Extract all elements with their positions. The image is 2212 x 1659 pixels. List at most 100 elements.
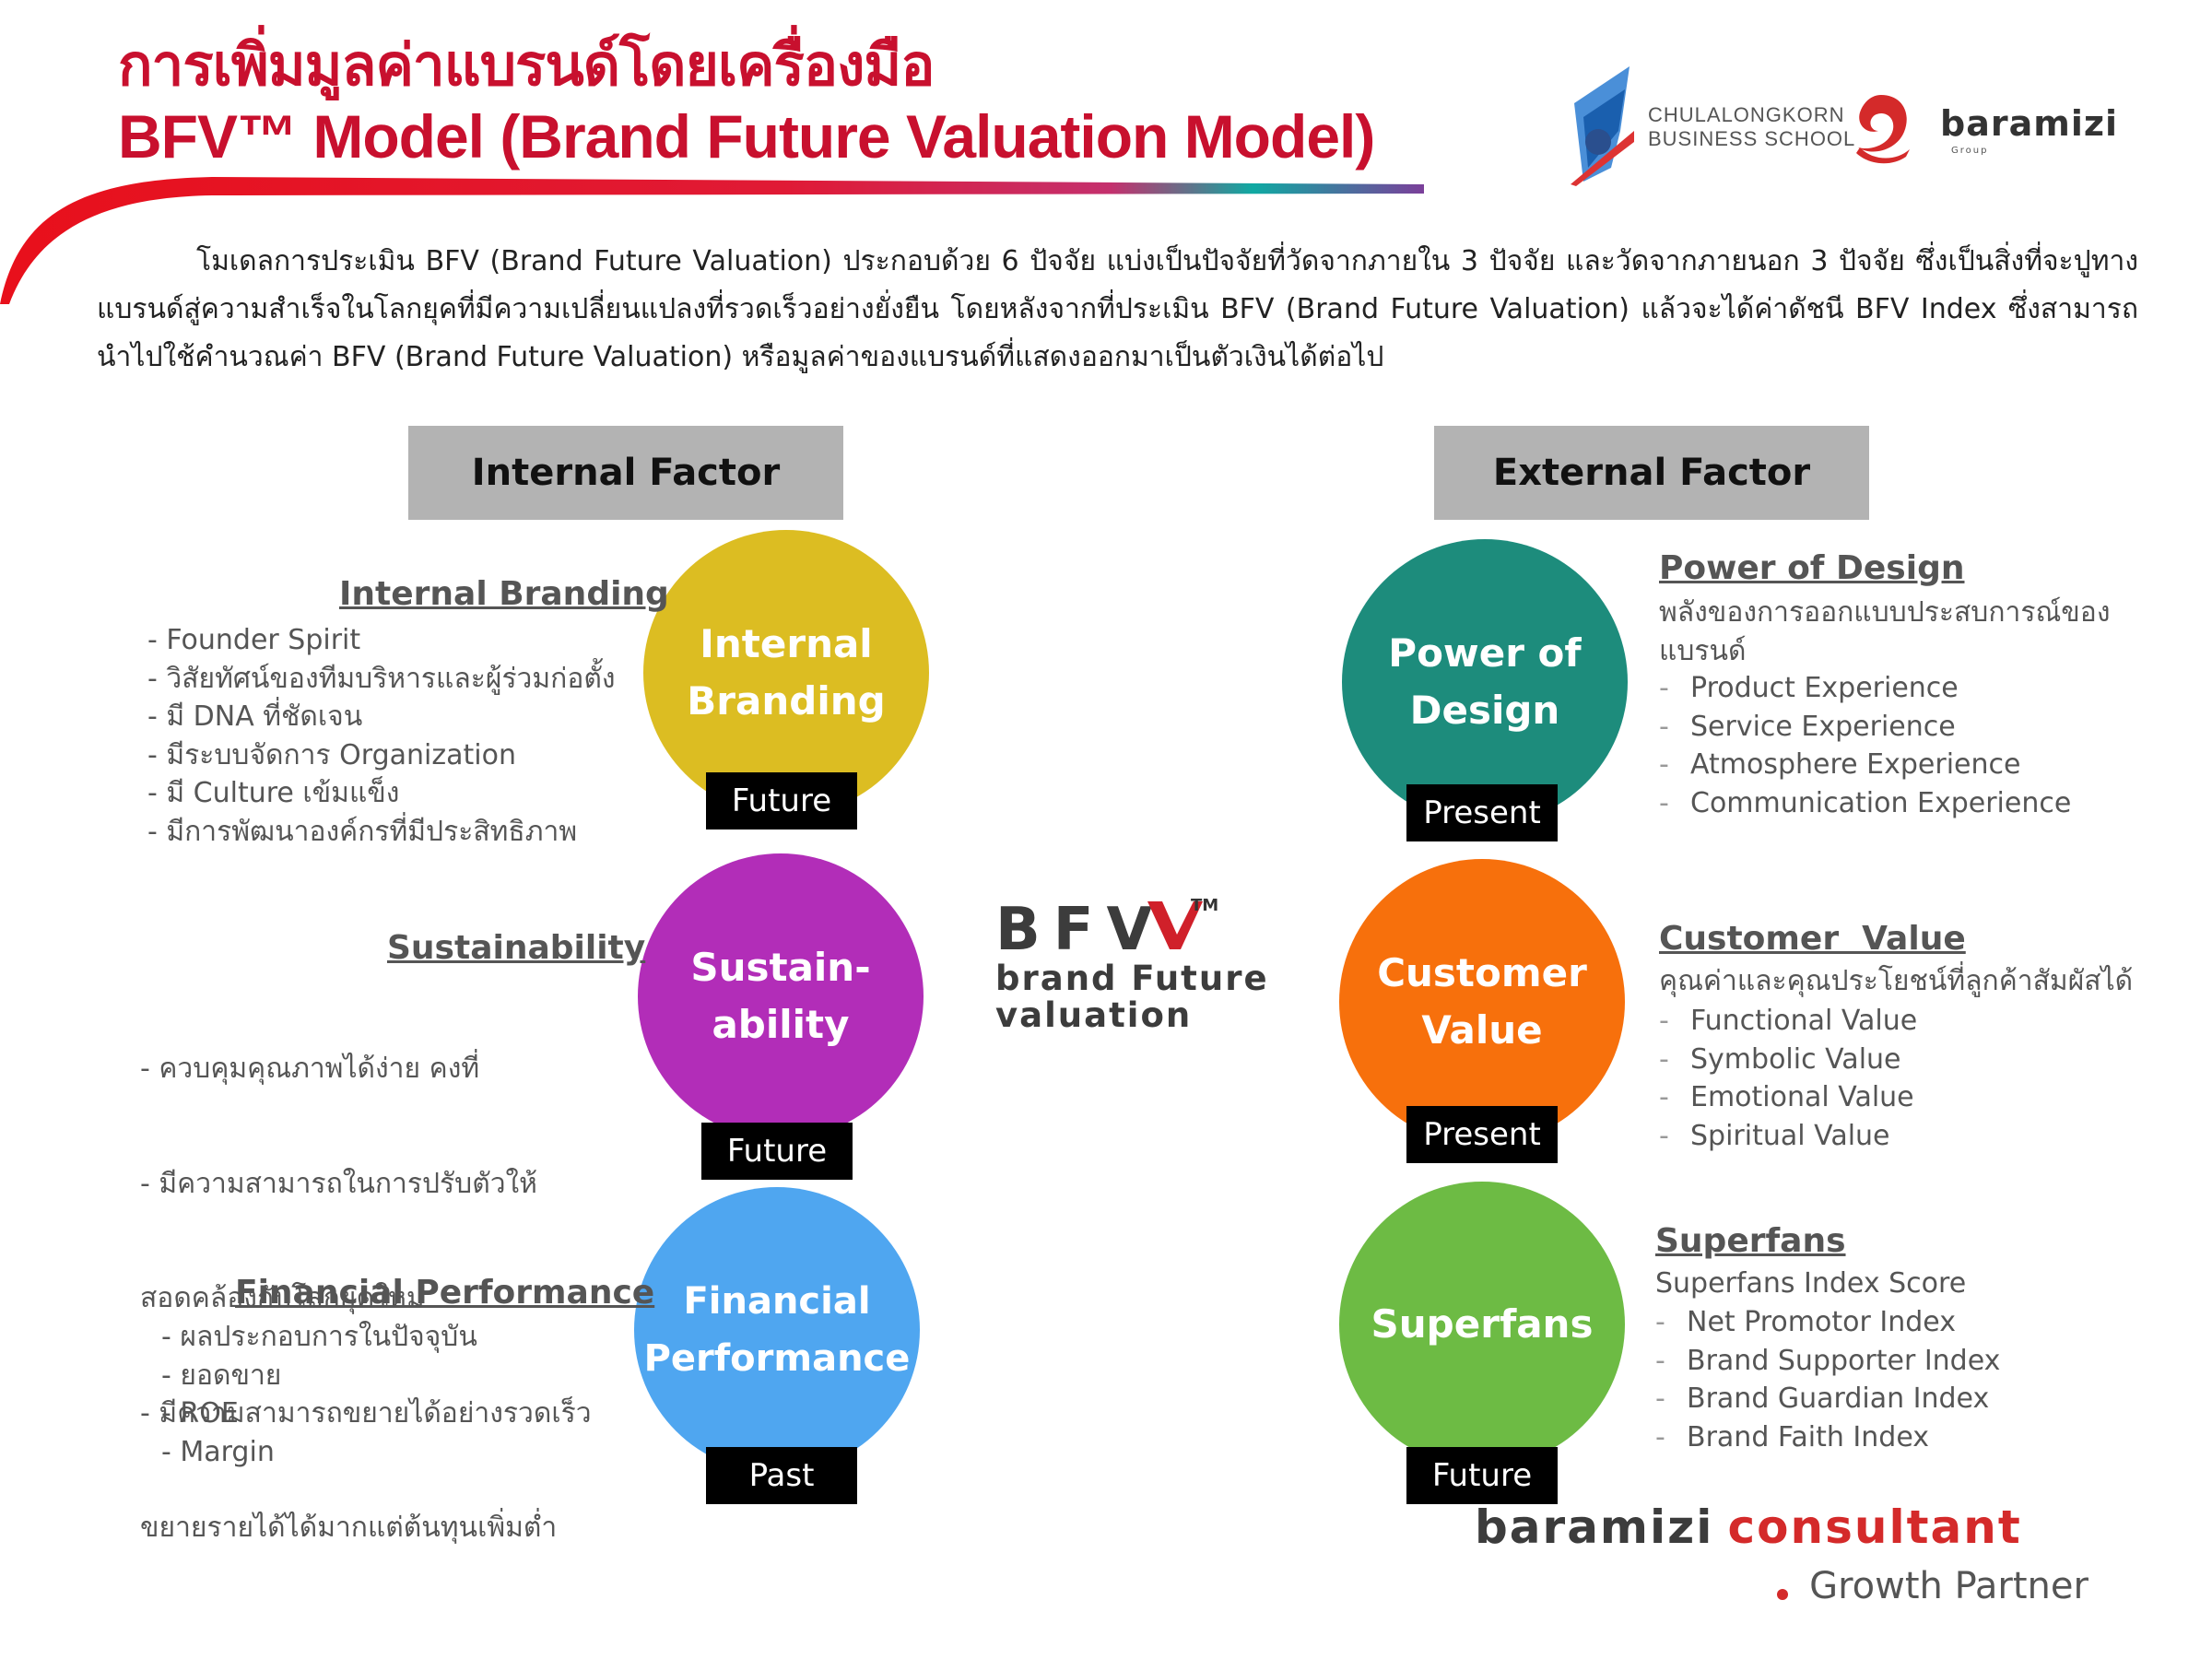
baramizi-group-sub: Group: [1951, 146, 1989, 156]
tag-internal-branding: Future: [706, 772, 857, 830]
internal-branding-title: Internal Branding: [339, 575, 669, 613]
list-item-label: Spiritual Value: [1690, 1119, 1890, 1152]
bfv-logo: BFV TM brand Future valuation: [995, 896, 1269, 1034]
list-item-label: Net Promotor Index: [1687, 1306, 1956, 1338]
internal-branding-list: - Founder Spirit - วิสัยทัศน์ของทีมบริหา…: [147, 621, 616, 851]
list-item: -Net Promotor Index: [1655, 1306, 1956, 1338]
list-item: - ควบคุมคุณภาพได้ง่าย คงที่: [140, 1053, 480, 1085]
circle-power-of-design: Power of Design: [1342, 539, 1628, 825]
power-of-design-list: -Product Experience -Service Experience …: [1659, 669, 2071, 822]
circle-sustainability: Sustain-ability: [638, 853, 924, 1139]
circle-label-1: Internal: [700, 621, 873, 666]
intro-paragraph: โมเดลการประเมิน BFV (Brand Future Valuat…: [97, 245, 2138, 373]
list-item-label: Emotional Value: [1690, 1081, 1914, 1113]
list-item: - ยอดขาย: [161, 1359, 282, 1392]
list-item: -Functional Value: [1659, 1005, 1918, 1037]
list-item: -Brand Guardian Index: [1655, 1382, 1990, 1415]
tag-sustainability: Future: [701, 1123, 853, 1180]
list-item-label: Brand Supporter Index: [1687, 1344, 2001, 1377]
list-item: - มีการพัฒนาองค์กรที่มีประสิทธิภาพ: [147, 815, 578, 848]
tag-customer-value: Present: [1406, 1106, 1558, 1163]
internal-factor-header: Internal Factor: [408, 426, 843, 520]
circle-superfans: Superfans: [1339, 1182, 1625, 1467]
footer-brand-baramizi: baramizi: [1475, 1500, 1714, 1554]
list-item: - มีความสามารถในการปรับตัวให้: [140, 1167, 537, 1200]
customer-value-title: Customer Value: [1659, 920, 1966, 958]
list-item: - วิสัยทัศน์ของทีมบริหารและผู้ร่วมก่อตั้…: [147, 662, 616, 695]
list-item: ขยายรายได้ได้มากแต่ต้นทุนเพิ่มต่ำ: [140, 1512, 558, 1544]
customer-value-sub: คุณค่าและคุณประโยชน์ที่ลูกค้าสัมผัสได้: [1659, 965, 2134, 997]
circle-label-2: Branding: [687, 678, 886, 724]
footer-tagline-text: Growth Partner: [1809, 1565, 2088, 1607]
superfans-title: Superfans: [1655, 1222, 1846, 1260]
list-item: - Margin: [161, 1435, 275, 1468]
list-item: - ROE: [161, 1397, 239, 1430]
circle-label-1: Customer: [1377, 950, 1587, 995]
list-item: สอดคล้องกับโลกยุคใหม่: [140, 1282, 425, 1314]
list-item-label: Functional Value: [1690, 1005, 1918, 1037]
footer-brand-consultant: consultant: [1727, 1500, 2022, 1554]
baramizi-swirl-icon: [1856, 95, 1910, 164]
circle-label-1: Financial: [683, 1280, 871, 1323]
bfv-line1: brand Future: [995, 959, 1269, 998]
chula-line1: CHULALONGKORN: [1648, 103, 1845, 126]
sub-line: พลังของการออกแบบประสบการณ์ของ: [1659, 596, 2111, 629]
baramizi-group-name: baramizi: [1940, 103, 2118, 144]
superfans-sub: Superfans Index Score: [1655, 1267, 1967, 1300]
bfv-tm: TM: [1191, 896, 1219, 915]
list-item: -Service Experience: [1659, 710, 1956, 743]
list-item: -Atmosphere Experience: [1659, 748, 2021, 781]
circle-label-2: ability: [712, 1002, 850, 1047]
circle-label-1: Power of: [1388, 630, 1582, 676]
list-item-label: Service Experience: [1690, 710, 1956, 743]
superfans-list: -Net Promotor Index -Brand Supporter Ind…: [1655, 1303, 2000, 1456]
list-item: -Spiritual Value: [1659, 1119, 1890, 1152]
circle-label-2: Design: [1409, 688, 1560, 733]
list-item: - ผลประกอบการในปัจจุบัน: [161, 1321, 477, 1353]
list-item: -Emotional Value: [1659, 1081, 1914, 1113]
circle-label-2: Performance: [643, 1337, 911, 1380]
sustainability-list: - ควบคุมคุณภาพได้ง่าย คงที่ - มีความสามา…: [140, 973, 592, 1585]
financial-performance-list: - ผลประกอบการในปัจจุบัน - ยอดขาย - ROE -…: [161, 1318, 477, 1471]
list-item: - มี Culture เข้มแข็ง: [147, 777, 400, 809]
tag-superfans: Future: [1406, 1447, 1558, 1504]
circle-label-2: Value: [1421, 1007, 1543, 1053]
footer-brand: baramizi consultant: [1475, 1500, 2022, 1554]
chula-line2: BUSINESS SCHOOL: [1648, 127, 1856, 150]
customer-value-list: -Functional Value -Symbolic Value -Emoti…: [1659, 1002, 1917, 1155]
chula-logo-icon: [1571, 66, 1634, 186]
page-title-model: BFV™ Model (Brand Future Valuation Model…: [118, 102, 1375, 171]
bfv-red-v-icon: [1147, 901, 1203, 949]
list-item-label: Atmosphere Experience: [1690, 748, 2021, 781]
financial-performance-title: Financial Performance: [235, 1274, 655, 1312]
list-item-label: Brand Faith Index: [1687, 1420, 1930, 1453]
tag-financial-performance: Past: [706, 1447, 857, 1504]
page-title-thai: การเพิ่มมูลค่าแบรนด์โดยเครื่องมือ: [118, 34, 935, 98]
list-item-label: Product Experience: [1690, 672, 1959, 704]
list-item: -Brand Faith Index: [1655, 1420, 1930, 1453]
tag-power-of-design: Present: [1406, 784, 1558, 841]
header-swoosh: [0, 177, 1424, 304]
list-item: - มี DNA ที่ชัดเจน: [147, 700, 363, 733]
external-factor-header: External Factor: [1434, 426, 1869, 520]
bfv-line2: valuation: [995, 995, 1193, 1035]
list-item: - มีระบบจัดการ Organization: [147, 738, 516, 771]
list-item-label: Symbolic Value: [1690, 1042, 1901, 1076]
footer-tagline: Growth Partner: [1777, 1565, 2088, 1607]
list-item: -Communication Experience: [1659, 786, 2072, 819]
list-item-label: Communication Experience: [1690, 786, 2072, 819]
list-item: - Founder Spirit: [147, 624, 361, 656]
power-of-design-sub: พลังของการออกแบบประสบการณ์ของ แบรนด์: [1659, 594, 2110, 670]
list-item: -Symbolic Value: [1659, 1042, 1901, 1076]
sustainability-title: Sustainability: [387, 929, 646, 967]
bullet-dot-icon: [1777, 1588, 1788, 1600]
list-item: - มีความสามารถขยายได้อย่างรวดเร็ว: [140, 1396, 592, 1430]
chula-logo-text: CHULALONGKORN BUSINESS SCHOOL: [1648, 103, 1855, 151]
power-of-design-title: Power of Design: [1659, 549, 1965, 587]
circle-label-1: Superfans: [1371, 1301, 1594, 1347]
list-item: -Product Experience: [1659, 672, 1959, 704]
list-item-label: Brand Guardian Index: [1687, 1382, 1990, 1415]
